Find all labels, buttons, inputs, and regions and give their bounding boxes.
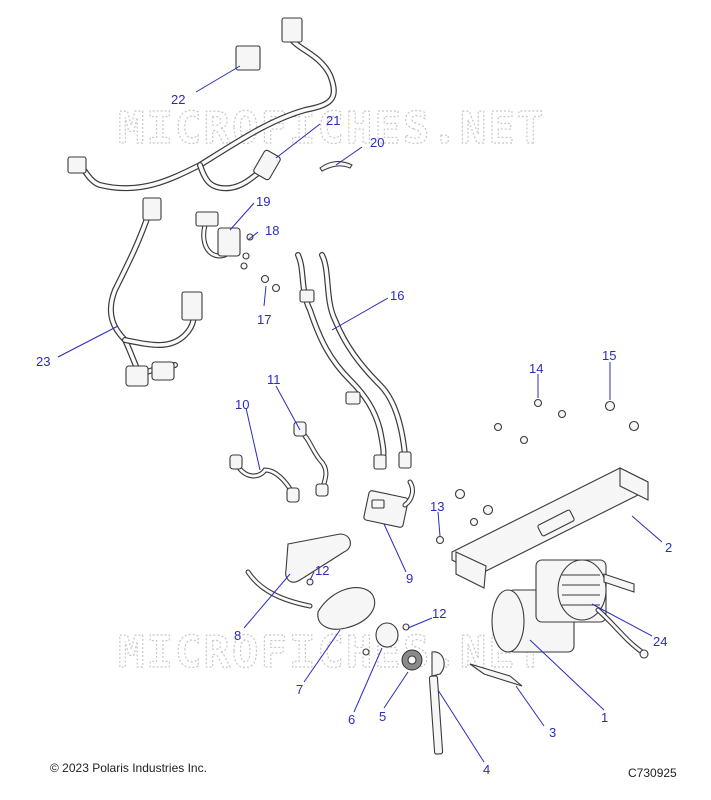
plate-8 [285,533,351,583]
callout-17: 17 [257,312,271,327]
bracket-3 [469,663,523,687]
harness-connector-left [67,156,87,174]
tie-strap-20 [319,161,353,172]
mounting-plate-2 [451,467,649,589]
cable-11 [293,421,329,497]
roller-6 [375,622,399,648]
bolt-13 [435,535,445,545]
callout-21: 21 [326,113,340,128]
harness-connector-top [281,17,303,43]
contactor-9 [363,479,415,528]
callout-19: 19 [256,194,270,209]
callout-7: 7 [296,682,303,697]
leader-lines [57,65,663,763]
screw-12c [402,623,410,631]
callout-5: 5 [379,709,386,724]
watermark-bottom: MICROFICHES.NET [118,627,545,678]
nuts-15 [454,400,640,527]
winch-harness-16 [295,252,412,470]
cable-10 [229,454,300,503]
wiring-harness-23 [67,17,337,387]
nuts-17 [260,274,281,293]
callout-20: 20 [370,135,384,150]
callout-12a: 12 [315,563,329,578]
callout-16: 16 [390,288,404,303]
callout-8: 8 [234,628,241,643]
callout-12b: 12 [432,606,446,621]
callout-13: 13 [430,499,444,514]
callout-22: 22 [171,92,185,107]
callout-9: 9 [406,571,413,586]
winch-1 [491,559,649,659]
callout-3: 3 [549,725,556,740]
callout-15: 15 [602,348,616,363]
harness-connector-mid [142,197,162,221]
fuse-holder-19 [195,211,241,259]
screws-18 [240,233,254,270]
connector-22 [235,45,261,71]
callout-24: 24 [653,634,667,649]
callout-4: 4 [483,762,490,777]
callout-1: 1 [601,710,608,725]
callout-10: 10 [235,397,249,412]
harness-connector-right [181,291,203,321]
callout-14: 14 [529,361,543,376]
hook-strap-4 [428,651,445,755]
callout-11: 11 [267,372,281,387]
harness-connector-bottom-b [151,361,175,381]
fairlead-7 [245,569,376,630]
callout-2: 2 [665,540,672,555]
bolts-14 [493,398,567,445]
figure-code: C730925 [628,766,677,780]
callout-23: 23 [36,354,50,369]
screw-12b [362,648,370,656]
callout-6: 6 [348,712,355,727]
copyright-text: © 2023 Polaris Industries Inc. [50,761,207,775]
callouts: 1 2 3 4 5 6 7 8 9 10 11 12 12 13 14 15 1… [36,92,672,777]
watermark-top: MICROFICHES.NET [118,103,545,154]
callout-18: 18 [265,223,279,238]
harness-connector-bottom-a [125,365,149,387]
connector-21 [253,149,281,181]
